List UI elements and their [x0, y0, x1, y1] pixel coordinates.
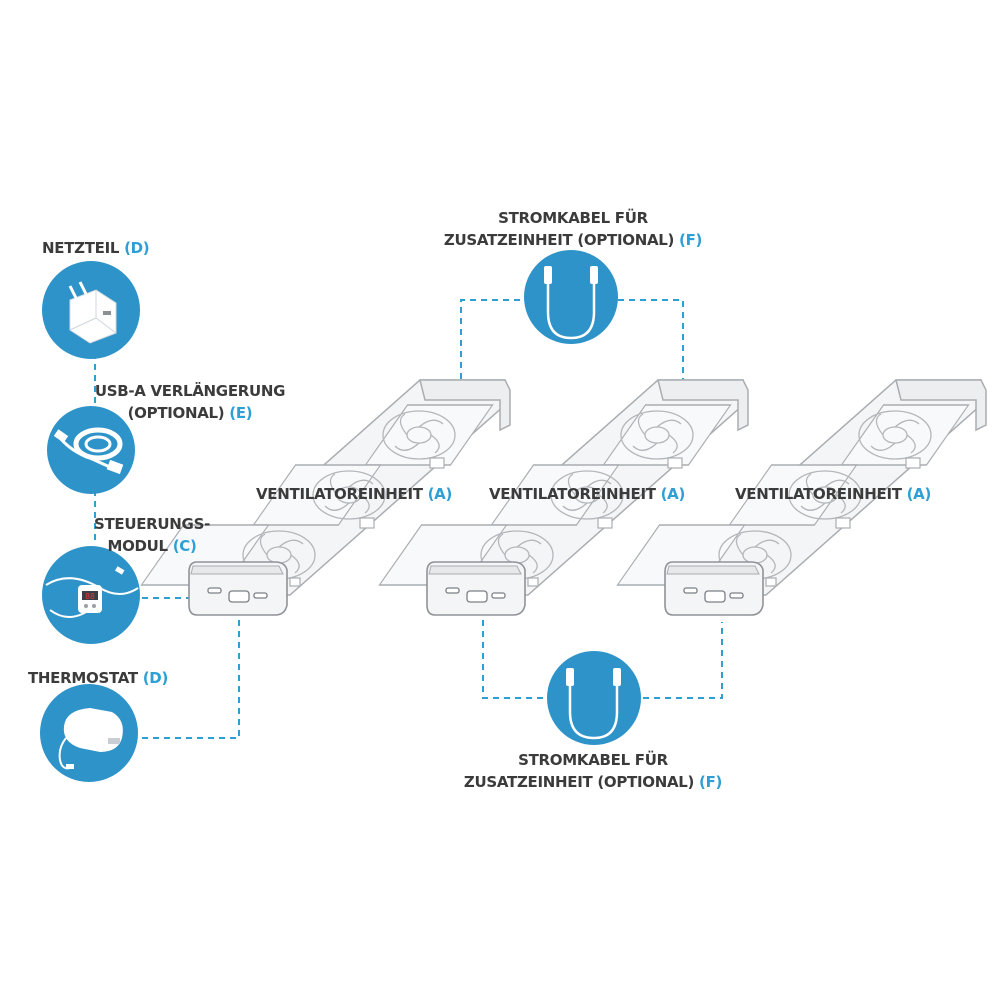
label-thermostat-code: (D) — [142, 669, 169, 687]
connector-cable-top-unit2 — [618, 299, 684, 383]
label-control-module-line1: STEUERUNGS- — [93, 515, 211, 533]
thermostat-circle — [40, 684, 138, 782]
control-module-icon: 88 — [45, 566, 139, 618]
power-adapter-circle — [42, 261, 140, 359]
power-adapter-icon — [68, 281, 117, 344]
label-unit-1: VENTILATOREINHEIT (A) — [256, 483, 452, 505]
label-netzteil: NETZTEIL (D) — [42, 237, 150, 259]
connector-unit2-cable-bottom — [482, 620, 548, 699]
label-unit-2-code: (A) — [660, 485, 686, 503]
connector-lines — [94, 299, 723, 739]
label-cable-top-line2: ZUSATZEINHEIT (OPTIONAL) — [443, 231, 680, 249]
label-unit-3: VENTILATOREINHEIT (A) — [735, 483, 931, 505]
label-cable-top: STROMKABEL FÜR ZUSATZEINHEIT (OPTIONAL) … — [438, 207, 708, 251]
label-cable-top-line1: STROMKABEL FÜR — [498, 209, 648, 227]
usb-extension-circle — [47, 406, 135, 494]
connector-cable-bottom-unit3 — [643, 622, 723, 699]
label-cable-top-code: (F) — [679, 231, 703, 249]
label-unit-2: VENTILATOREINHEIT (A) — [489, 483, 685, 505]
thermostat-icon — [58, 708, 123, 770]
usb-extension-cable-icon — [53, 427, 124, 475]
label-cable-bottom-line2: ZUSATZEINHEIT (OPTIONAL) — [463, 773, 700, 791]
label-unit-2-text: VENTILATOREINHEIT — [489, 485, 661, 503]
label-usb-extension-line2: (OPTIONAL) — [127, 404, 230, 422]
label-cable-bottom-code: (F) — [699, 773, 723, 791]
label-cable-bottom-line1: STROMKABEL FÜR — [518, 751, 668, 769]
label-netzteil-code: (D) — [124, 239, 150, 257]
connector-unit1-cable-top — [460, 299, 527, 390]
label-usb-extension-code: (E) — [229, 404, 253, 422]
usb-c-cable-icon — [544, 266, 598, 340]
label-usb-extension-line1: USB-A VERLÄNGERUNG — [94, 382, 286, 400]
cable-top-circle — [524, 250, 618, 344]
cable-bottom-circle — [547, 651, 641, 745]
control-module-circle: 88 — [42, 546, 140, 644]
label-usb-extension: USB-A VERLÄNGERUNG (OPTIONAL) (E) — [92, 380, 288, 424]
label-thermostat-text: THERMOSTAT — [28, 669, 143, 687]
svg-text:88: 88 — [85, 592, 95, 601]
label-unit-1-code: (A) — [427, 485, 453, 503]
usb-c-cable-icon — [566, 668, 621, 740]
label-control-module: STEUERUNGS- MODUL (C) — [88, 513, 216, 557]
label-control-module-line2: MODUL — [107, 537, 173, 555]
label-netzteil-text: NETZTEIL — [42, 239, 125, 257]
label-cable-bottom: STROMKABEL FÜR ZUSATZEINHEIT (OPTIONAL) … — [458, 749, 728, 793]
label-control-module-code: (C) — [172, 537, 197, 555]
label-unit-3-text: VENTILATOREINHEIT — [735, 485, 907, 503]
label-unit-3-code: (A) — [906, 485, 932, 503]
label-thermostat: THERMOSTAT (D) — [28, 667, 168, 689]
label-unit-1-text: VENTILATOREINHEIT — [256, 485, 428, 503]
